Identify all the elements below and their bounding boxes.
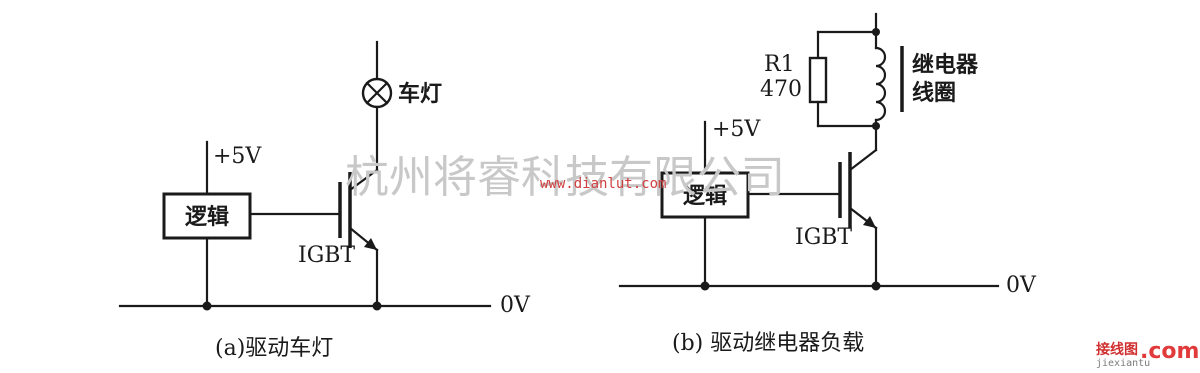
junction-dot xyxy=(871,281,881,291)
lamp-label: 车灯 xyxy=(398,81,442,107)
caption-a: (a)驱动车灯 xyxy=(215,336,333,361)
relay-coil xyxy=(874,46,887,122)
ground-label-a: 0V xyxy=(500,293,531,318)
diagram-b: 0V +5V 逻辑 IGBT R1 470 继电 xyxy=(618,12,1037,356)
junction-dot xyxy=(202,301,212,311)
logic-block-b xyxy=(660,171,750,219)
igbt-symbol-a xyxy=(338,168,379,252)
supply-label-b: +5V xyxy=(712,117,761,142)
igbt-label-b: IGBT xyxy=(795,225,852,250)
junction-dot xyxy=(700,281,710,291)
watermark-company: 杭州将睿科技有限公司 xyxy=(345,152,785,203)
supply-label-a: +5V xyxy=(213,144,262,169)
igbt-symbol-b xyxy=(838,148,878,230)
resistor-name: R1 xyxy=(764,52,795,77)
resistor-r1 xyxy=(808,56,828,104)
watermark-url: www.dianlut.com xyxy=(540,176,666,192)
corner-logo-domain: .com xyxy=(1140,339,1199,364)
corner-logo: 接线图 .com jiexiantu xyxy=(1096,339,1199,369)
ground-label-b: 0V xyxy=(1006,273,1037,298)
junction-dot xyxy=(872,122,880,130)
corner-logo-pinyin: jiexiantu xyxy=(1096,358,1150,369)
logic-label-b: 逻辑 xyxy=(683,183,727,209)
junction-dot xyxy=(372,301,382,311)
lamp-icon xyxy=(361,77,393,109)
igbt-label-a: IGBT xyxy=(298,243,355,268)
logic-block-a xyxy=(162,192,252,240)
coil-label-line2: 线圈 xyxy=(912,80,956,106)
junction-dot xyxy=(872,28,880,36)
corner-logo-name: 接线图 xyxy=(1096,341,1138,358)
diagram-a: 0V +5V 逻辑 IGBT 车灯 (a)驱动车灯 xyxy=(118,40,531,361)
resistor-value: 470 xyxy=(760,77,802,102)
logic-label-a: 逻辑 xyxy=(185,204,229,230)
caption-b: (b) 驱动继电器负载 xyxy=(672,331,864,356)
coil-label-line1: 继电器 xyxy=(912,52,979,78)
